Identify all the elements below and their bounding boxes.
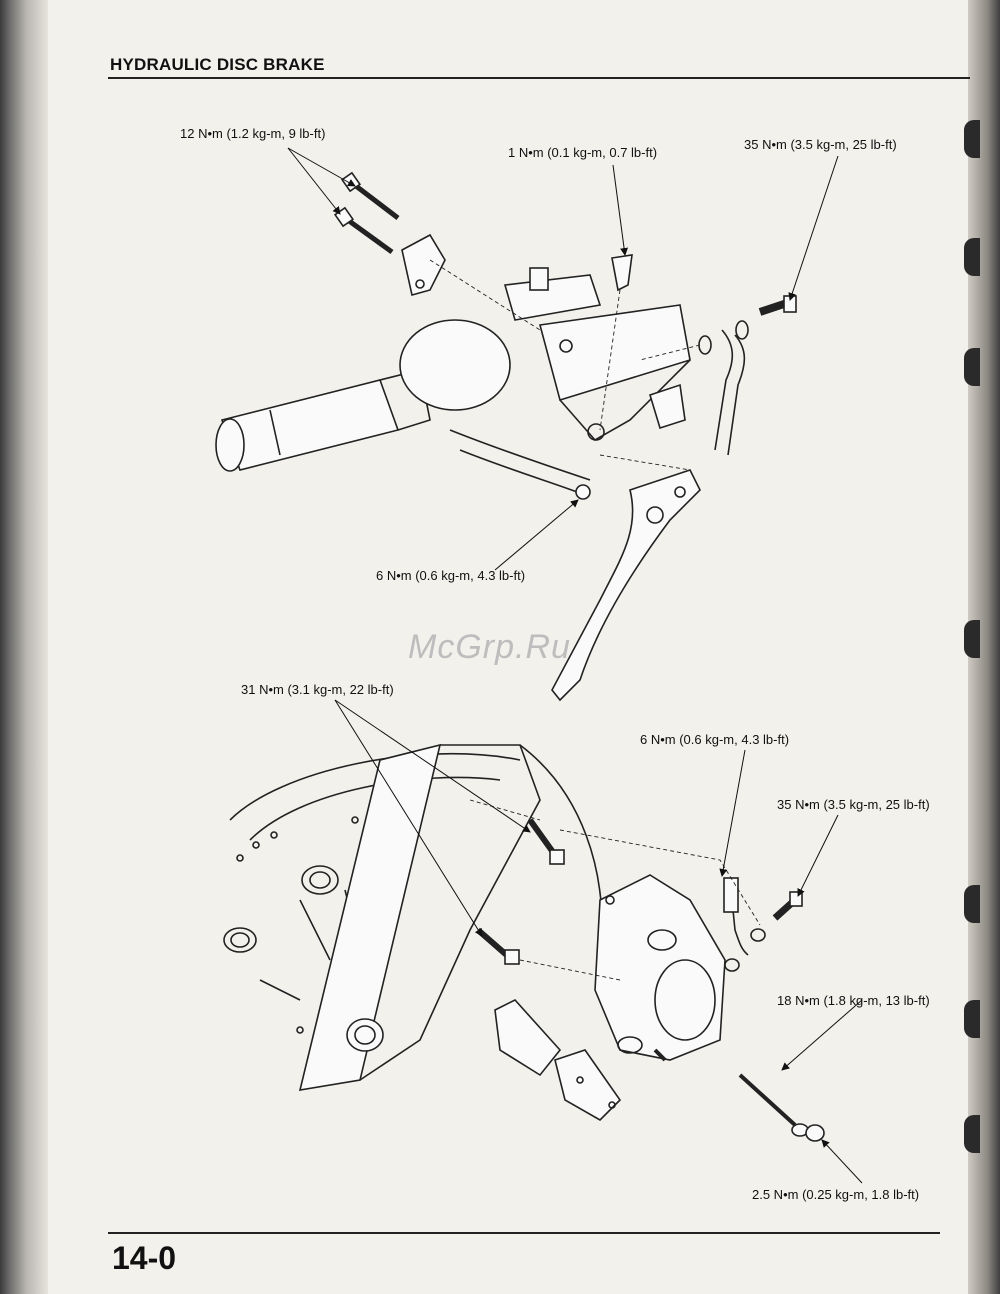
torque-label-caliper-banjo-bolt: 35 N•m (3.5 kg-m, 25 lb-ft): [777, 797, 930, 812]
index-tab: [964, 1115, 980, 1153]
torque-label-lever-nut: 6 N•m (0.6 kg-m, 4.3 lb-ft): [376, 568, 526, 583]
pad-pin: [738, 1073, 825, 1142]
section-title: HYDRAULIC DISC BRAKE: [110, 55, 325, 74]
front-fork: [298, 743, 603, 1091]
caliper-banjo-bolt: [723, 877, 803, 972]
torque-label-clamp-bolts: 12 N•m (1.2 kg-m, 9 lb-ft): [180, 126, 326, 141]
header-rule: [108, 77, 970, 79]
torque-label-bleed-valve: 6 N•m (0.6 kg-m, 4.3 lb-ft): [640, 732, 790, 747]
clamp-bolts: [333, 171, 400, 255]
brake-caliper: [594, 874, 726, 1062]
handlebar-grip: [215, 319, 511, 472]
book-spine-shadow: [0, 0, 48, 1294]
torque-label-pad-pin: 18 N•m (1.8 kg-m, 13 lb-ft): [777, 993, 930, 1008]
torque-label-pad-pin-plug: 2.5 N•m (0.25 kg-m, 1.8 lb-ft): [752, 1187, 920, 1202]
index-tab: [964, 1000, 980, 1038]
index-tab: [964, 885, 980, 923]
handlebar-clamp: [401, 233, 446, 296]
watermark: McGrp.Ru: [408, 628, 571, 666]
page-number: 14-0: [112, 1240, 177, 1276]
caliper-mounting-bolts: [476, 818, 565, 965]
index-tab: [964, 620, 980, 658]
reservoir-screw: [611, 254, 633, 292]
brake-lever: [551, 469, 701, 702]
index-tab: [964, 348, 980, 386]
index-tab: [964, 120, 980, 158]
torque-label-master-banjo-bolt: 35 N•m (3.5 kg-m, 25 lb-ft): [744, 137, 897, 152]
brake-pads: [494, 999, 622, 1121]
index-tab: [964, 238, 980, 276]
torque-label-reservoir-screw: 1 N•m (0.1 kg-m, 0.7 lb-ft): [508, 145, 658, 160]
footer-rule: [108, 1232, 940, 1234]
master-cylinder: [449, 267, 691, 496]
torque-label-caliper-bolts: 31 N•m (3.1 kg-m, 22 lb-ft): [241, 682, 394, 697]
